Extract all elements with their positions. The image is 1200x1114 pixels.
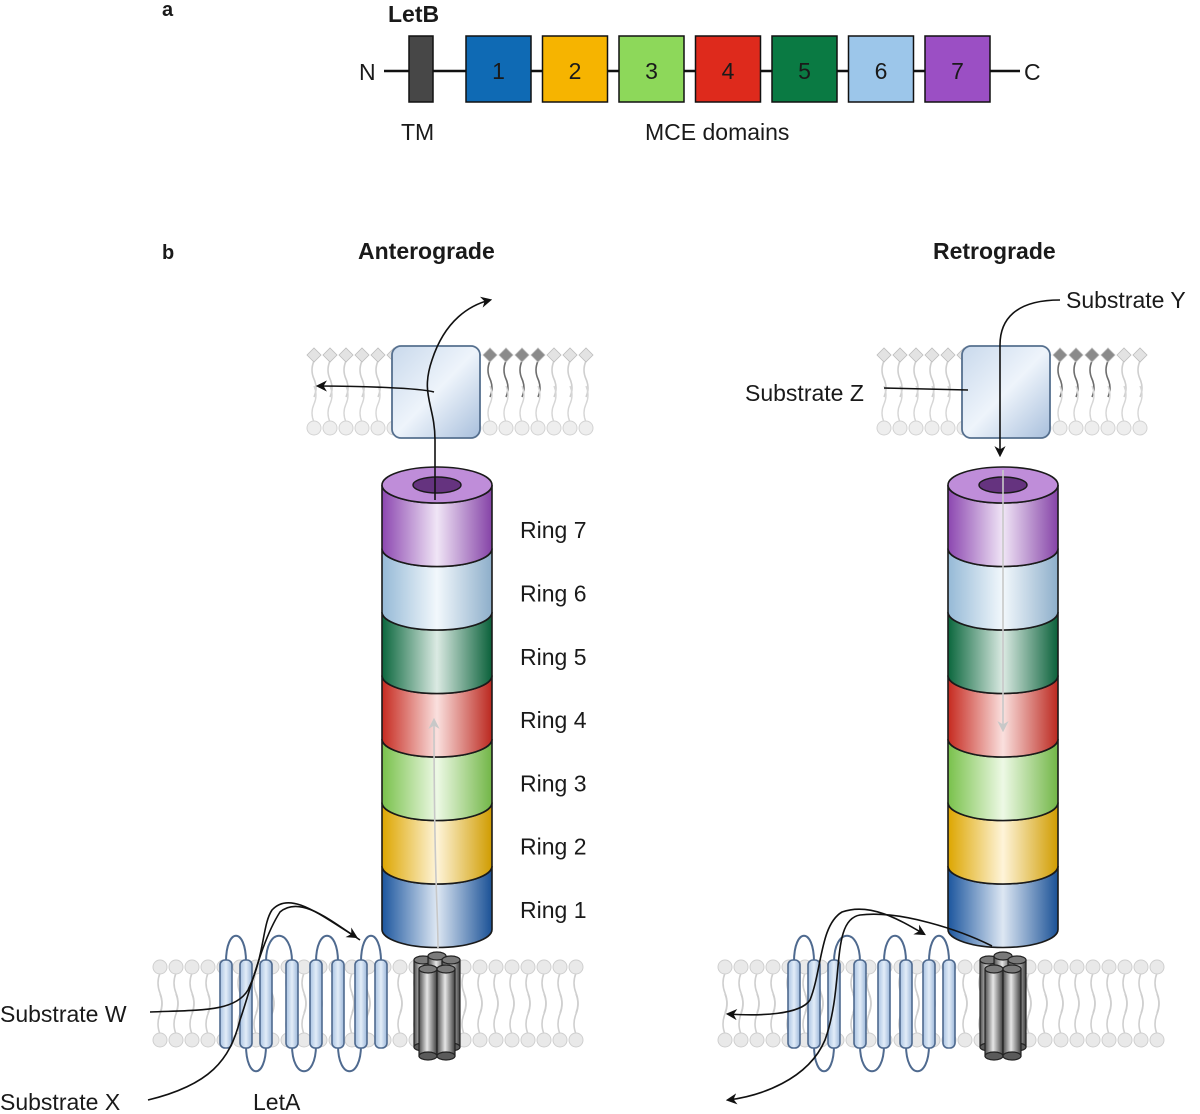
antero-exit-path [426,296,493,500]
retro-exit-path-2 [725,913,993,1105]
ring-label-2: Ring 2 [520,834,586,860]
substrate-y-label: Substrate Y [1066,287,1186,313]
protein-name: LetB [388,1,439,27]
substrate-x-path [147,905,361,1101]
ring-label-5: Ring 5 [520,644,586,670]
panel-a: a LetB N C 1 2 3 4 5 6 7 TM MCE domains [162,0,1041,145]
retro-exit-path-1 [725,908,926,1021]
mce-domain-4-label: 4 [722,58,735,84]
mce-domain-1-label: 1 [492,58,505,84]
retro-leta-helix-7 [922,959,936,1049]
substrate-z-path [883,387,969,391]
mce-domain-7 [924,35,991,103]
retro-leta-helix-5 [877,959,891,1049]
retro-leta-helix-8 [942,959,956,1049]
retro-leta-helix-1 [787,959,801,1049]
mce-domain-7-label: 7 [951,58,964,84]
retrograde-assembly [717,345,1165,1073]
antero-leta-helix-8 [374,959,388,1049]
ring-label-1: Ring 1 [520,897,586,923]
retro-letb-tube [947,466,1059,949]
antero-outer-membrane-channel [391,345,481,439]
substrate-y-path [994,299,1061,458]
antero-side-exit-path [315,380,435,393]
antero-inner-barrel [413,951,461,1061]
retro-outer-membrane-channel [961,345,1051,439]
ring-label-4: Ring 4 [520,707,587,733]
tm-segment [408,35,434,103]
retro-inner-barrel [979,951,1027,1061]
mce-domain-4 [694,35,762,103]
ring-label-7: Ring 7 [520,517,586,543]
antero-leta-helix-6 [331,959,345,1049]
c-terminus: C [1024,59,1041,85]
mce-domain-1 [465,35,532,103]
ring-labels: Ring 1 Ring 2 Ring 3 Ring 4 Ring 5 Ring 6 Ring… [520,517,587,923]
ring-label-6: Ring 6 [520,581,586,607]
antero-leta [219,934,388,1073]
retro-leta-helix-6 [899,959,913,1049]
anterograde-title: Anterograde [358,238,495,264]
antero-leta-helix-4 [285,959,299,1049]
antero-inner-membrane [152,959,584,1048]
mce-domain-6-label: 6 [875,58,888,84]
antero-letb-tube [381,466,493,949]
mce-domain-5-label: 5 [798,58,811,84]
mce-domain-3 [618,35,685,103]
mce-domain-row: 1 2 3 4 5 6 7 [465,35,991,103]
substrate-w-path [149,901,358,1013]
mce-domain-3-label: 3 [645,58,658,84]
panel-a-letter: a [162,0,174,21]
substrate-z-label: Substrate Z [745,380,864,406]
tm-label: TM [401,119,434,145]
antero-leta-helix-5 [309,959,323,1049]
mce-domain-5 [771,35,838,103]
retro-inner-membrane [717,959,1165,1048]
anterograde-assembly [152,345,594,1073]
mce-domain-6 [847,35,915,103]
antero-leta-helix-3 [259,959,273,1049]
antero-internal-path [428,717,440,949]
antero-tube-lumen [412,476,462,494]
ring-label-3: Ring 3 [520,770,586,796]
n-terminus: N [359,59,376,85]
substrate-x-label: Substrate X [0,1089,120,1114]
substrate-w-label: Substrate W [0,1001,127,1027]
antero-leta-helix-7 [354,959,368,1049]
mce-domain-2 [541,35,609,103]
retrograde-title: Retrograde [933,238,1056,264]
mce-domain-2-label: 2 [569,58,582,84]
retro-leta-helix-4 [853,959,867,1049]
panel-b-letter: b [162,242,174,264]
leta-label: LetA [253,1089,301,1114]
mce-domains-label: MCE domains [645,119,789,145]
